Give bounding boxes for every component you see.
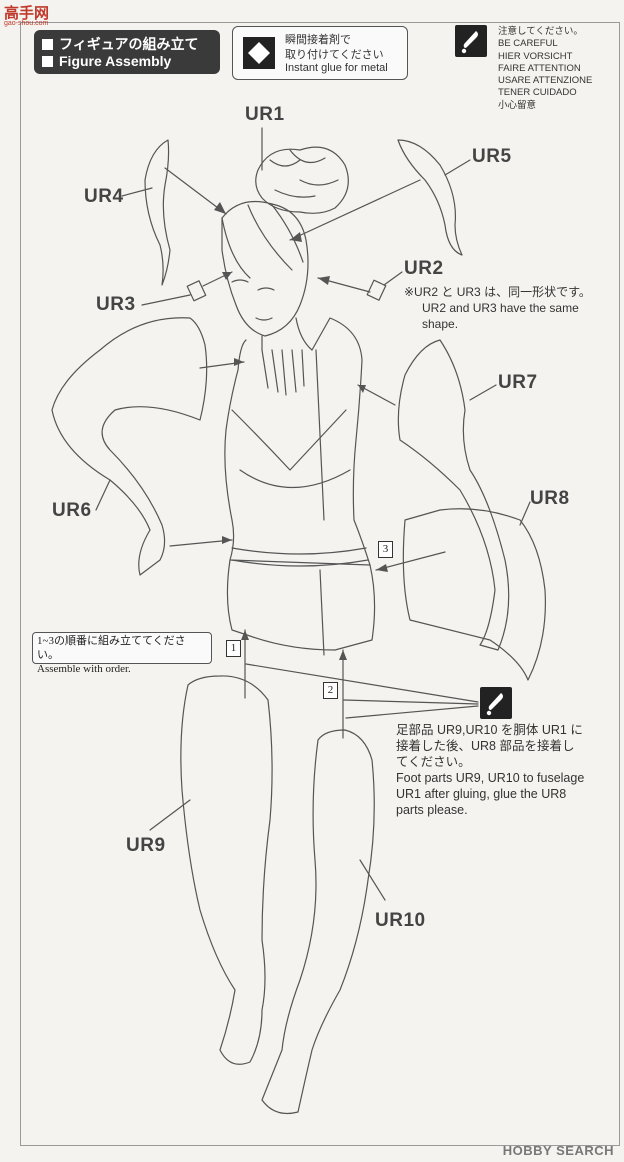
site-logo-main: 高手网: [4, 5, 50, 22]
glue-leader-2: [343, 699, 479, 705]
arrow-ur4-to-head: [164, 167, 227, 215]
leader-ur3: [141, 294, 191, 306]
title-ja: フィギュアの組み立て: [59, 36, 199, 52]
skirt-back-ur8: [402, 508, 546, 681]
title-en-row: Figure Assembly: [42, 53, 171, 69]
square-bullet-icon: [42, 55, 53, 67]
site-logo-sub: gao-shou.com: [4, 20, 49, 27]
order-note-ja: 1~3の順番に組み立ててください。: [37, 635, 186, 661]
hair-tail-ur5: [397, 139, 463, 256]
leader-ur7: [469, 384, 497, 401]
caution-line: HIER VORSICHT: [498, 50, 573, 62]
top-lines: [239, 349, 351, 521]
foot-glue-note: 足部品 UR9,UR10 を胴体 UR1 に 接着した後、UR8 部品を接着し …: [396, 722, 584, 818]
glue-leader-3: [345, 705, 479, 719]
leader-ur6: [95, 479, 111, 511]
label-ur7: UR7: [498, 372, 538, 393]
foot-note-en-3: parts please.: [396, 803, 468, 817]
face-eyes: [231, 279, 275, 291]
section-title-box: フィギュアの組み立て Figure Assembly: [34, 30, 220, 74]
label-ur8: UR8: [530, 488, 570, 509]
label-ur10: UR10: [375, 910, 426, 931]
step-3-marker: 3: [378, 541, 393, 558]
hair-tail-ur4: [144, 139, 171, 286]
foot-note-ja-3: てください。: [396, 755, 471, 769]
label-ur6: UR6: [52, 500, 92, 521]
face-hair-fringe: [221, 204, 304, 279]
leg-ur10: [261, 729, 375, 1115]
part-ur2: [366, 279, 387, 301]
assembly-order-note: 1~3の順番に組み立ててください。 Assemble with order.: [32, 632, 212, 675]
arrow-hand-to-skirt: [169, 539, 233, 547]
label-ur2: UR2: [404, 258, 444, 279]
foot-glue-drop-icon: [480, 687, 512, 719]
caution-text: 注意してください。 BE CAREFUL HIER VORSICHT FAIRE…: [498, 26, 592, 112]
title-en: Figure Assembly: [59, 53, 172, 69]
leader-ur2: [383, 271, 403, 286]
caution-line: FAIRE ATTENTION: [498, 62, 581, 74]
neck: [261, 317, 313, 351]
skirt-slit: [319, 569, 325, 656]
glue-text-3: Instant glue for metal: [285, 62, 388, 74]
hobby-search-watermark: HOBBY SEARCH: [502, 1143, 614, 1158]
same-shape-ja: ※UR2 と UR3 は、同一形状です。: [404, 285, 591, 299]
label-ur3: UR3: [96, 294, 136, 315]
glue-leader-1: [245, 663, 479, 703]
caution-line: 注意してください。: [498, 26, 583, 37]
same-shape-en-2: shape.: [422, 317, 459, 331]
label-ur5: UR5: [472, 146, 512, 167]
glue-text-2: 取り付けてください: [285, 49, 384, 61]
order-note-en: Assemble with order.: [37, 663, 131, 675]
hair-bun: [255, 146, 349, 214]
face-outline: [221, 200, 309, 337]
arrow-ur5-to-head: [289, 179, 421, 241]
foot-note-ja-1: 足部品 UR9,UR10 を胴体 UR1 に: [396, 723, 583, 737]
title-ja-row: フィギュアの組み立て: [42, 34, 198, 54]
leader-ur10: [359, 859, 386, 901]
leader-ur4: [121, 187, 153, 197]
label-ur4: UR4: [84, 186, 124, 207]
instant-glue-box: 瞬間接着剤で 取り付けてください Instant glue for metal: [232, 26, 408, 80]
page-border: [20, 22, 620, 1146]
caution-line: TENER CUIDADO: [498, 87, 577, 99]
arrow-ur8-to-skirt: [375, 551, 446, 571]
foot-note-ja-2: 接着した後、UR8 部品を接着し: [396, 739, 575, 753]
leg-ur9: [180, 675, 273, 1065]
arm-ur6: [51, 317, 208, 576]
step-2-marker: 2: [323, 682, 338, 699]
same-shape-note: ※UR2 と UR3 は、同一形状です。 UR2 and UR3 have th…: [404, 284, 591, 332]
leader-ur9: [149, 799, 191, 831]
arm-ur7: [397, 339, 510, 651]
part-ur3: [186, 280, 207, 302]
step-1-marker: 1: [226, 640, 241, 657]
glue-text-1: 瞬間接着剤で: [285, 34, 351, 46]
torso: [224, 317, 371, 566]
leader-ur8: [519, 501, 531, 526]
caution-glue-drop-icon: [455, 25, 487, 57]
face-mouth: [255, 317, 273, 321]
foot-note-en-2: UR1 after gluing, glue the UR8: [396, 787, 567, 801]
label-ur9: UR9: [126, 835, 166, 856]
skirt: [226, 559, 376, 651]
leader-ur5: [444, 159, 471, 176]
caution-line: BE CAREFUL: [498, 38, 558, 50]
square-bullet-icon: [42, 38, 53, 50]
foot-note-en-1: Foot parts UR9, UR10 to fuselage: [396, 771, 585, 785]
skirt-belt: [231, 547, 369, 567]
label-ur1: UR1: [245, 104, 285, 125]
caution-line: 小心留意: [498, 99, 537, 111]
same-shape-en-1: UR2 and UR3 have the same: [422, 301, 579, 315]
caution-line: USARE ATTENZIONE: [498, 75, 593, 87]
neck-fringe: [261, 349, 305, 396]
hair-curls: [269, 149, 339, 198]
glue-diamond-icon: [243, 37, 275, 69]
top-neckline: [231, 409, 347, 471]
